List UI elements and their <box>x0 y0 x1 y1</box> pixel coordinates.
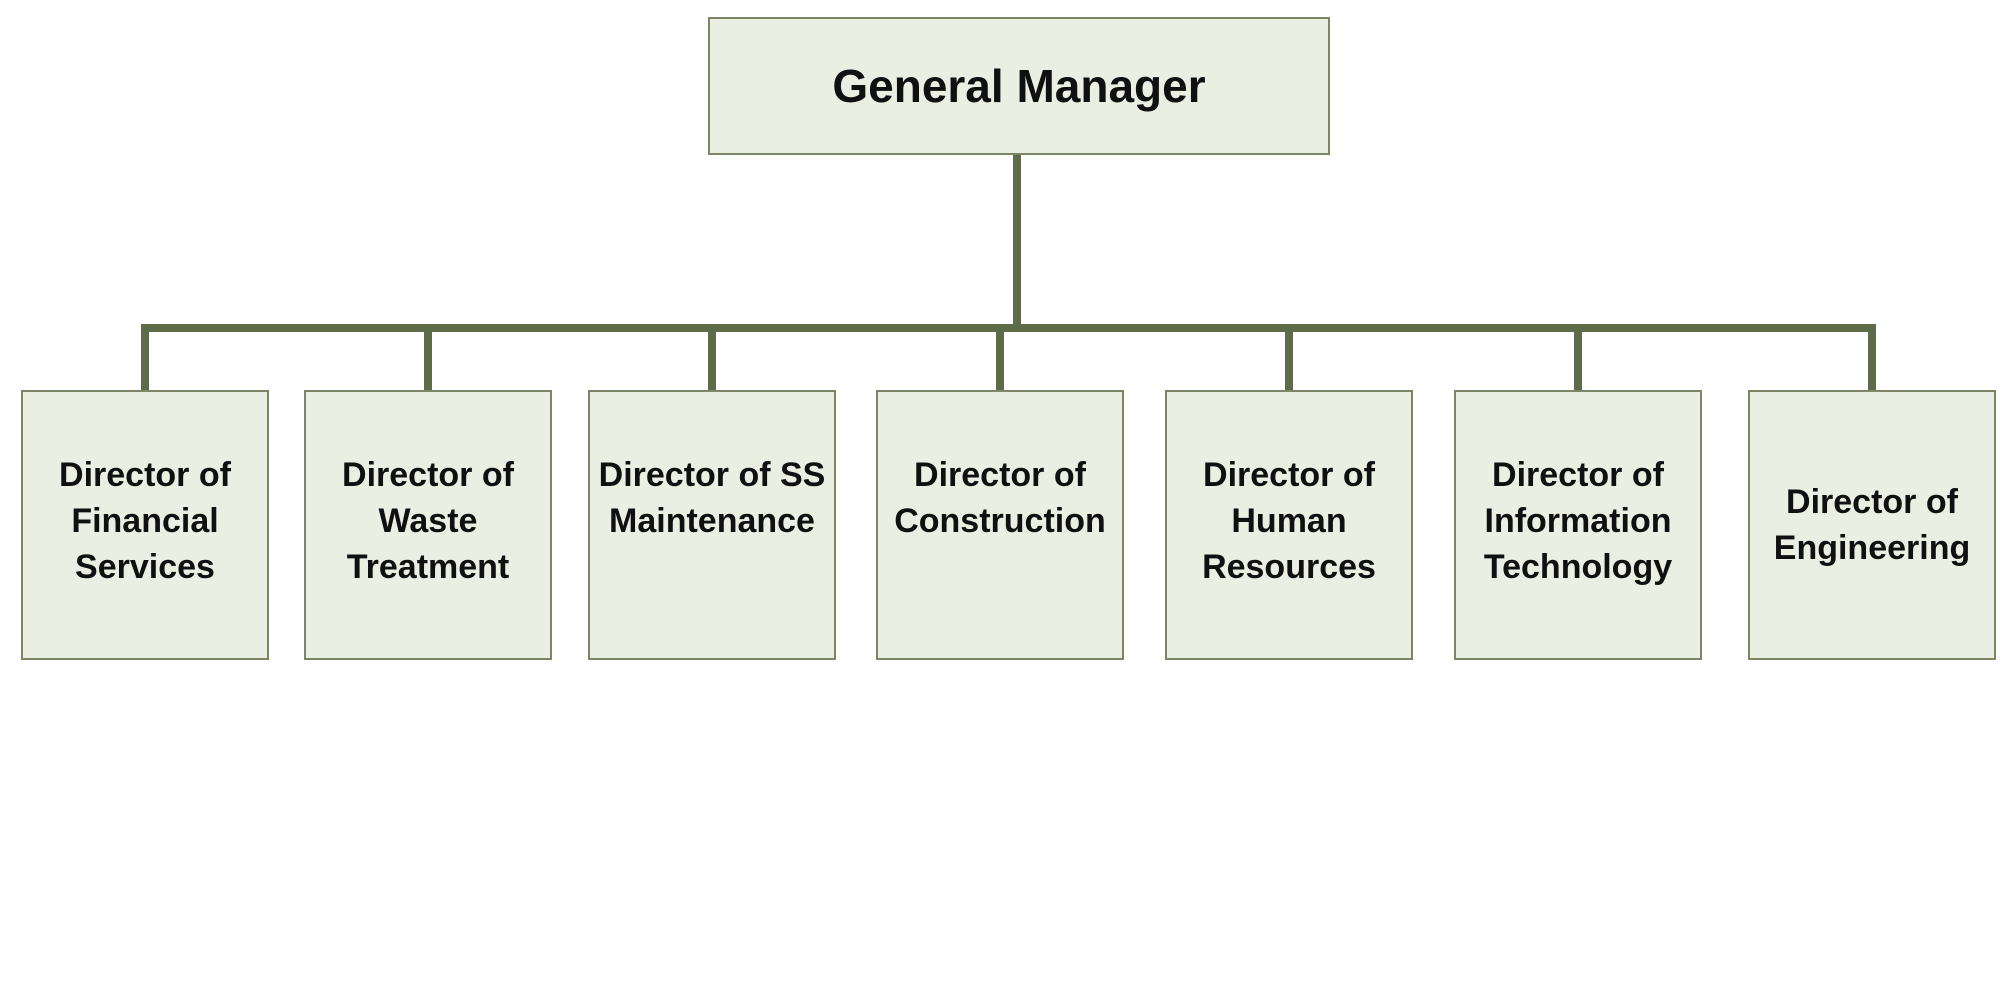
node-general-manager: General Manager <box>708 17 1330 155</box>
node-director-ss-maintenance: Director of SS Maintenance <box>588 390 836 660</box>
connector-rail <box>141 324 1876 332</box>
node-label-line: Resources <box>1202 548 1376 586</box>
node-label-line: Director of <box>1203 456 1375 494</box>
node-label-line: Construction <box>894 502 1106 540</box>
connector-drop-7 <box>1868 324 1876 391</box>
node-director-information-technology: Director of Information Technology <box>1454 390 1702 660</box>
node-director-engineering: Director of Engineering <box>1748 390 1996 660</box>
node-director-waste-treatment: Director of Waste Treatment <box>304 390 552 660</box>
node-label-line: Treatment <box>346 548 510 586</box>
connector-drop-4 <box>996 324 1004 391</box>
connector-drop-6 <box>1574 324 1582 391</box>
node-label-line: Financial <box>71 502 219 540</box>
connector-drop-3 <box>708 324 716 391</box>
node-director-construction: Director of Construction <box>876 390 1124 660</box>
node-label-line: Director of <box>59 456 231 494</box>
connector-drop-5 <box>1285 324 1293 391</box>
node-label-line: Director of SS <box>598 456 826 494</box>
node-label-line: Engineering <box>1773 529 1971 567</box>
node-label-line: Director of <box>342 456 514 494</box>
node-label: General Manager <box>832 60 1206 112</box>
connector-trunk <box>1013 155 1021 332</box>
node-label-line: Director of <box>1492 456 1664 494</box>
node-label-line: Information <box>1484 502 1672 540</box>
node-label-line: Waste <box>378 502 478 540</box>
node-director-financial-services: Director of Financial Services <box>21 390 269 660</box>
connector-drop-1 <box>141 324 149 391</box>
connector-drop-2 <box>424 324 432 391</box>
node-label-line: Technology <box>1483 548 1673 586</box>
node-label-line: Director of <box>1786 483 1958 521</box>
node-director-human-resources: Director of Human Resources <box>1165 390 1413 660</box>
node-label-line: Human <box>1231 502 1347 540</box>
node-label-line: Maintenance <box>609 502 815 540</box>
node-label-line: Director of <box>914 456 1086 494</box>
node-label-line: Services <box>75 548 215 586</box>
